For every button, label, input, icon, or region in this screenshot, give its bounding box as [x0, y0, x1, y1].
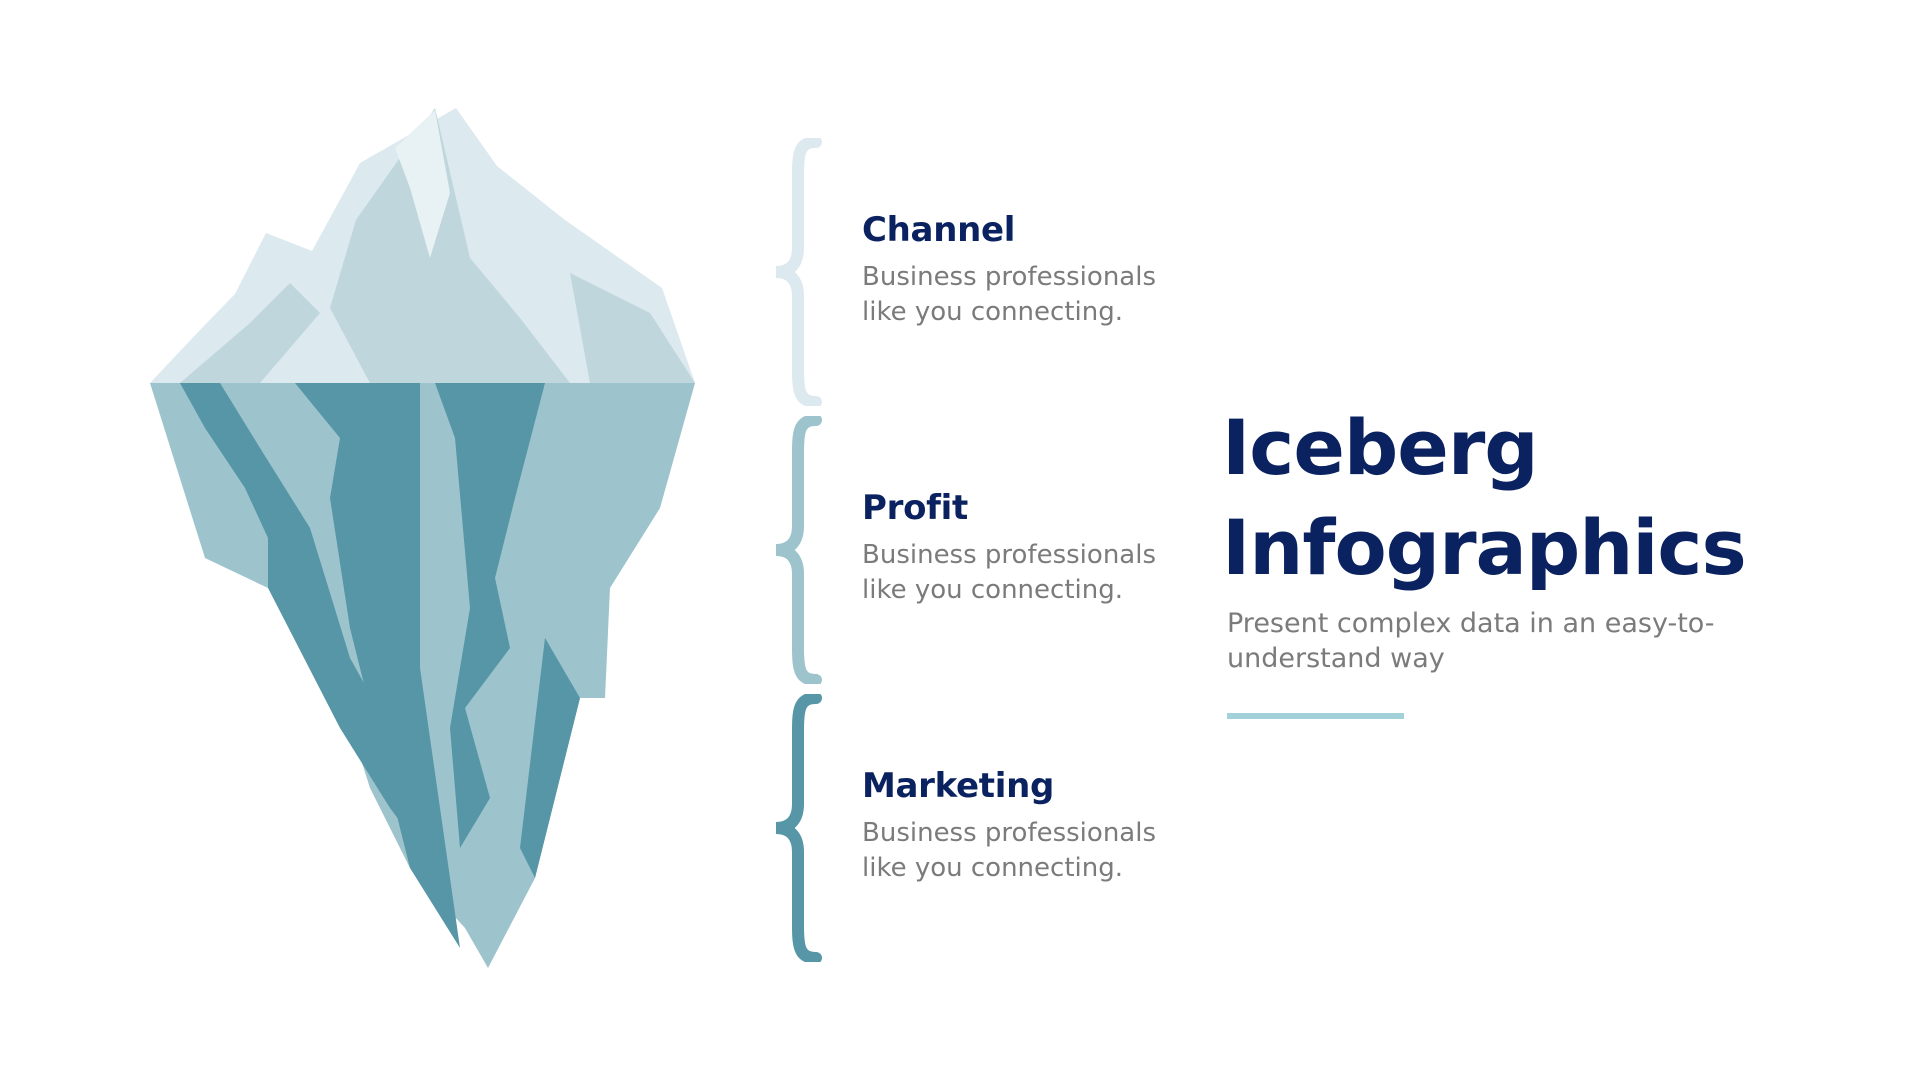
brace-marketing	[775, 694, 822, 962]
item-title-channel: Channel	[862, 210, 1016, 250]
iceberg-tip-shade	[330, 108, 570, 383]
iceberg-tip-shade	[180, 283, 320, 383]
item-description-channel: Business professionals like you connecti…	[862, 262, 1156, 327]
iceberg-tip-highlight	[395, 110, 450, 258]
iceberg-underwater-shade	[435, 383, 545, 848]
item-description-profit: Business professionals like you connecti…	[862, 540, 1156, 605]
slide-title-line-1: Iceberg	[1222, 403, 1539, 492]
brace-channel	[775, 138, 822, 406]
item-description-marketing: Business professionals like you connecti…	[862, 818, 1156, 883]
slide-title-line-2: Infographics	[1222, 503, 1747, 592]
slide-title: Iceberg Infographics	[1222, 398, 1782, 598]
item-title-profit: Profit	[862, 488, 968, 528]
item-title-marketing: Marketing	[862, 766, 1055, 806]
iceberg-underwater-shade	[180, 383, 420, 848]
iceberg-tip-shade	[570, 273, 695, 383]
accent-divider	[1227, 713, 1404, 719]
iceberg-illustration	[150, 108, 695, 968]
brace-profit	[775, 416, 822, 684]
iceberg-underwater-shade	[520, 638, 580, 878]
slide-subtitle: Present complex data in an easy-to-under…	[1227, 608, 1715, 674]
iceberg-underwater-shade	[295, 383, 460, 948]
